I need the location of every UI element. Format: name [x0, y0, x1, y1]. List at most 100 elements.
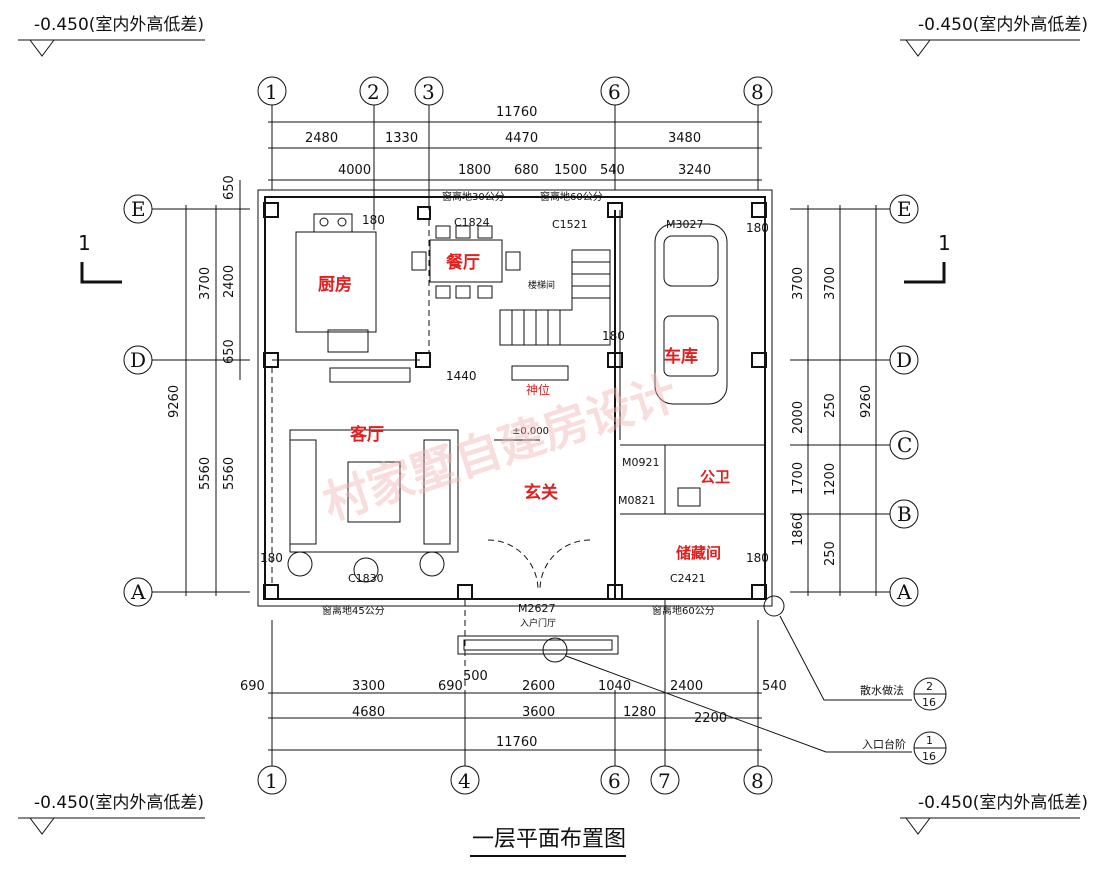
svg-text:客厅: 客厅 [349, 424, 384, 445]
svg-text:6: 6 [608, 769, 621, 793]
elevation-marker-bottom-right: -0.450(室内外高低差) [900, 793, 1088, 835]
svg-text:16: 16 [922, 696, 936, 709]
dimensions-bottom: 690 3300 690 500 2600 1040 2400 540 4680… [240, 669, 787, 751]
shrine: 神位 [511, 365, 569, 397]
svg-text:3700: 3700 [198, 267, 213, 300]
svg-text:3700: 3700 [791, 267, 806, 300]
svg-text:入户门厅: 入户门厅 [520, 617, 556, 629]
svg-text:-0.450(室内外高低差): -0.450(室内外高低差) [918, 793, 1088, 813]
section-mark-left: 1 [78, 231, 122, 284]
svg-text:窗离地60公分: 窗离地60公分 [540, 190, 603, 203]
svg-text:3300: 3300 [352, 679, 385, 694]
svg-text:250: 250 [823, 541, 838, 566]
svg-text:5560: 5560 [198, 457, 213, 490]
svg-text:窗离地30公分: 窗离地30公分 [442, 190, 505, 203]
svg-text:1: 1 [926, 734, 933, 747]
svg-text:2480: 2480 [305, 131, 338, 146]
svg-text:1040: 1040 [598, 679, 631, 694]
exterior-walls [257, 189, 773, 690]
svg-text:-0.450(室内外高低差): -0.450(室内外高低差) [34, 15, 204, 35]
svg-text:1500: 1500 [554, 163, 587, 178]
svg-text:9260: 9260 [859, 385, 874, 418]
svg-text:1440: 1440 [446, 369, 477, 383]
svg-text:储藏间: 储藏间 [676, 544, 721, 562]
svg-text:180: 180 [746, 221, 769, 235]
svg-text:窗离地45公分: 窗离地45公分 [322, 604, 385, 617]
svg-text:180: 180 [362, 213, 385, 227]
svg-text:1800: 1800 [458, 163, 491, 178]
elevation-marker-top-right: -0.450(室内外高低差) [900, 15, 1088, 57]
door-window-labels: C1824 C1521 M3027 M0921 M0821 M2627 C242… [260, 190, 769, 629]
svg-text:D: D [130, 348, 146, 372]
svg-text:3: 3 [422, 80, 435, 104]
kitchen-room: 厨房 [295, 213, 377, 353]
svg-text:3480: 3480 [668, 131, 701, 146]
svg-text:2200: 2200 [694, 711, 727, 726]
svg-text:A: A [896, 580, 912, 604]
svg-text:2400: 2400 [670, 679, 703, 694]
svg-text:C2421: C2421 [670, 572, 706, 585]
svg-text:250: 250 [823, 393, 838, 418]
svg-text:-0.450(室内外高低差): -0.450(室内外高低差) [34, 793, 204, 813]
storage-room: 储藏间 [676, 544, 721, 562]
svg-text:A: A [130, 580, 146, 604]
svg-text:180: 180 [260, 551, 283, 565]
svg-text:8: 8 [751, 80, 764, 104]
svg-text:C1830: C1830 [348, 572, 384, 585]
svg-text:3240: 3240 [678, 163, 711, 178]
svg-text:5560: 5560 [222, 457, 237, 490]
svg-text:C1521: C1521 [552, 218, 588, 231]
svg-text:3600: 3600 [522, 705, 555, 720]
dimensions-top: 11760 2480 1330 4470 3480 4000 1800 680 … [268, 105, 762, 181]
svg-text:散水做法: 散水做法 [860, 683, 904, 697]
svg-text:4: 4 [458, 769, 471, 793]
svg-text:16: 16 [922, 750, 936, 763]
elevation-marker-top-left: -0.450(室内外高低差) [18, 15, 205, 57]
svg-text:650: 650 [222, 175, 237, 200]
svg-text:餐厅: 餐厅 [446, 252, 480, 273]
svg-text:玄关: 玄关 [524, 482, 558, 503]
svg-text:2000: 2000 [791, 401, 806, 434]
svg-text:180: 180 [746, 551, 769, 565]
svg-text:1700: 1700 [791, 462, 806, 495]
svg-text:±0.000: ±0.000 [512, 426, 549, 437]
dining-room: 餐厅 [411, 225, 521, 299]
svg-text:1330: 1330 [385, 131, 418, 146]
svg-text:4680: 4680 [352, 705, 385, 720]
svg-text:500: 500 [463, 669, 488, 684]
svg-text:1200: 1200 [823, 463, 838, 496]
svg-text:车库: 车库 [664, 346, 698, 367]
detail-callouts: 散水做法 2 16 入口台阶 1 16 [542, 595, 947, 765]
drawing-title: 一层平面布置图 [470, 827, 626, 857]
svg-text:C1824: C1824 [454, 216, 490, 229]
svg-text:2600: 2600 [522, 679, 555, 694]
living-room: 客厅 [287, 367, 459, 583]
elevation-marker-bottom-left: -0.450(室内外高低差) [18, 793, 205, 835]
svg-text:650: 650 [222, 339, 237, 364]
svg-text:680: 680 [514, 163, 539, 178]
section-mark-right: 1 [904, 231, 951, 284]
svg-text:1860: 1860 [791, 513, 806, 546]
svg-text:540: 540 [600, 163, 625, 178]
svg-text:11760: 11760 [496, 105, 537, 120]
svg-text:公卫: 公卫 [700, 468, 730, 486]
dimensions-right: 3700 2000 1700 1860 3700 250 1200 250 92… [791, 205, 877, 596]
svg-text:7: 7 [658, 769, 671, 793]
svg-text:神位: 神位 [526, 382, 550, 397]
svg-text:楼梯间: 楼梯间 [528, 279, 555, 291]
svg-text:一层平面布置图: 一层平面布置图 [472, 827, 626, 852]
foyer: 玄关 ±0.000 [487, 426, 591, 591]
svg-text:1: 1 [265, 769, 278, 793]
svg-text:2: 2 [367, 80, 380, 104]
svg-text:1: 1 [938, 231, 951, 255]
svg-text:180: 180 [602, 329, 625, 343]
garage-room: 车库 [654, 223, 728, 405]
toilet-room: 公卫 [677, 468, 730, 507]
svg-text:M2627: M2627 [518, 602, 556, 615]
svg-text:厨房: 厨房 [318, 274, 352, 295]
svg-text:1280: 1280 [623, 705, 656, 720]
svg-text:4000: 4000 [338, 163, 371, 178]
svg-text:1: 1 [265, 80, 278, 104]
svg-text:6: 6 [608, 80, 621, 104]
